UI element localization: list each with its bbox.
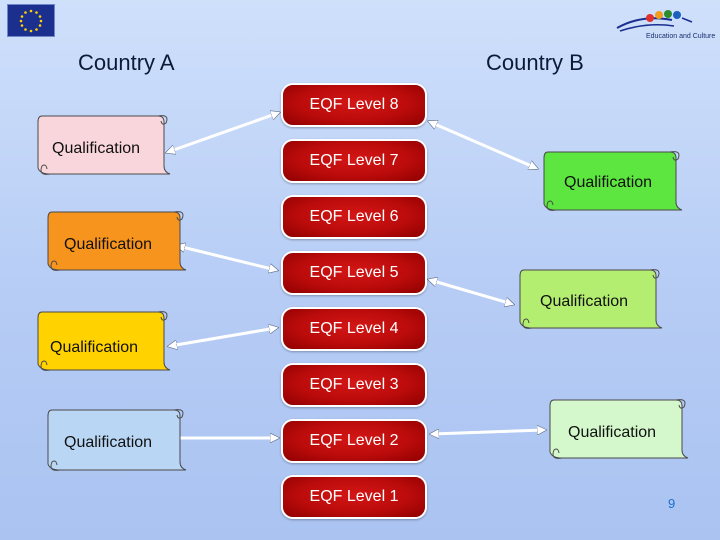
scroll-body — [519, 269, 663, 329]
scroll-curl-top — [669, 151, 680, 161]
scroll-curl-top — [649, 269, 660, 279]
arrow-a3-level4 — [170, 328, 276, 346]
country-a-qualification-2: Qualification — [42, 206, 188, 276]
country-a-qualification-4: Qualification — [42, 404, 188, 476]
eqf-level-2: EQF Level 2 — [281, 419, 427, 463]
country-b-heading: Country B — [486, 50, 584, 75]
qualification-label: Qualification — [568, 424, 657, 441]
scroll-curl-bottom — [522, 318, 533, 329]
eu-flag-icon — [7, 4, 55, 37]
arrow-b3-level2 — [432, 430, 544, 434]
scroll-curl-bottom — [40, 360, 51, 371]
scroll-curl-top — [157, 115, 168, 125]
eqf-level-1: EQF Level 1 — [281, 475, 427, 519]
scroll-body — [543, 151, 683, 211]
country-a-qualification-1: Qualification — [32, 110, 172, 180]
eqf-level-3: EQF Level 3 — [281, 363, 427, 407]
arrow-b2-level5 — [430, 280, 512, 304]
eqf-level-7: EQF Level 7 — [281, 139, 427, 183]
country-b-qualification-1: Qualification — [538, 146, 684, 216]
qualification-label: Qualification — [52, 140, 141, 157]
scroll-body — [47, 409, 187, 471]
qualification-label: Qualification — [564, 174, 653, 191]
eqf-level-4: EQF Level 4 — [281, 307, 427, 351]
qualification-label: Qualification — [64, 434, 153, 451]
logo-text: Education and Culture — [646, 33, 716, 40]
arrow-a1-level8 — [168, 113, 278, 152]
scroll-curl-bottom — [552, 448, 563, 459]
arrow-b1-level8 — [430, 122, 536, 168]
eqf-level-5: EQF Level 5 — [281, 251, 427, 295]
country-b-qualification-2: Qualification — [514, 264, 664, 334]
scroll-curl-bottom — [40, 164, 51, 175]
country-a-qualification-3: Qualification — [32, 306, 172, 376]
qualification-label: Qualification — [540, 293, 629, 310]
scroll-body — [37, 115, 171, 175]
education-culture-logo-icon — [616, 10, 693, 32]
country-a-heading: Country A — [78, 50, 175, 75]
eqf-level-8: EQF Level 8 — [281, 83, 427, 127]
scroll-curl-top — [173, 409, 184, 419]
scroll-curl-bottom — [50, 260, 61, 271]
scroll-body — [549, 399, 689, 459]
arrow-a2-level5 — [178, 246, 276, 270]
scroll-curl-bottom — [546, 200, 557, 211]
eqf-level-6: EQF Level 6 — [281, 195, 427, 239]
scroll-curl-top — [173, 211, 184, 221]
country-b-qualification-3: Qualification — [544, 394, 690, 464]
eu-stars-icon — [19, 9, 43, 33]
page-number: 9 — [668, 496, 676, 511]
scroll-curl-bottom — [50, 460, 61, 471]
scroll-body — [47, 211, 187, 271]
qualification-label: Qualification — [50, 339, 139, 356]
scroll-curl-top — [675, 399, 686, 409]
scroll-curl-top — [157, 311, 168, 321]
scroll-body — [37, 311, 171, 371]
qualification-label: Qualification — [64, 236, 153, 253]
